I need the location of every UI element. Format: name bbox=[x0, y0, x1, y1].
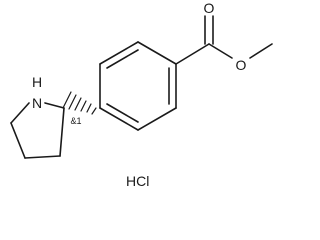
ring-bond-bottom-left bbox=[99, 107, 139, 131]
stereo-descriptor-label: &1 bbox=[70, 116, 81, 126]
ring-double-bond-top-left bbox=[106, 49, 139, 69]
c5-to-c4-bond bbox=[10, 122, 26, 159]
ester-oxygen-to-methyl-bond bbox=[249, 43, 273, 59]
c2-to-n-bond bbox=[44, 102, 65, 109]
amine-nitrogen-label: N bbox=[32, 95, 42, 111]
hash-line-3 bbox=[80, 100, 87, 112]
pyrrolidine-ring: H N &1 bbox=[10, 74, 82, 159]
hash-line-1 bbox=[91, 107, 97, 115]
amine-hydrogen-label: H bbox=[32, 74, 42, 90]
ring-double-bond-bottom-left bbox=[106, 103, 139, 123]
ring-bond-top-left bbox=[99, 41, 139, 65]
c4-to-c3-bond bbox=[24, 155, 61, 159]
carbonyl-to-ester-oxygen-bond bbox=[208, 43, 233, 59]
hashed-wedge-bond bbox=[62, 91, 97, 115]
hash-line-4 bbox=[74, 97, 82, 111]
ester-oxygen-label: O bbox=[236, 57, 247, 73]
hash-line-6 bbox=[62, 91, 72, 109]
hash-line-5 bbox=[68, 94, 77, 110]
ring-bond-bottom-right bbox=[137, 107, 177, 131]
hydrochloride-salt-label: HCl bbox=[126, 173, 149, 189]
c3-to-c2-bond bbox=[59, 107, 65, 157]
molecule-structure-diagram: O O H N &1 HCl bbox=[10, 0, 273, 189]
hash-line-2 bbox=[86, 103, 92, 113]
carbonyl-oxygen-label: O bbox=[204, 0, 215, 16]
ring-to-carbonyl-bond bbox=[175, 43, 210, 65]
benzene-ring bbox=[99, 41, 177, 131]
methyl-ester-group: O O bbox=[175, 0, 273, 73]
ring-bond-top-right bbox=[137, 41, 177, 65]
n-to-c5-bond bbox=[10, 102, 30, 124]
